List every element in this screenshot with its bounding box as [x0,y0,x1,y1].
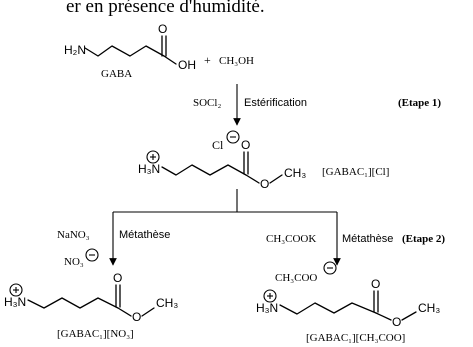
gaba-name: GABA [101,68,132,80]
intermediate-ester-bond [245,174,260,184]
step1-reagent: SOCl₂ [193,97,221,109]
nitrate-ammonium: H₃N [4,295,26,309]
gaba-chain [84,45,165,57]
acetate-ammonium-charge [263,289,277,303]
chloride-ion-label: Cl [212,138,224,152]
gaba-amine-label: H₂N [64,43,86,57]
step2-left-reaction: Métathèse [119,229,170,241]
acetate-methyl: CH₃ [418,301,440,315]
methanol-label: CH₃OH [219,55,254,67]
chloride-negative-charge [226,130,240,144]
step2-label: (Etape 2) [402,233,445,245]
acetate-negative-charge [323,261,337,275]
nitrate-anion-label: NO₃ [64,256,84,268]
intermediate-structure: Cl H₃N O O CH₃ [138,130,306,191]
gaba-carbonyl-o: O [158,22,167,36]
intermediate-ester-o: O [260,177,269,191]
header-text: er en présence d'humidité. [66,0,265,17]
intermediate-methyl: CH₃ [284,166,306,180]
nitrate-product-structure: NO₃ H₃N O O CH₃ [4,248,178,324]
nitrate-methyl: CH₃ [156,296,178,310]
intermediate-carbonyl-o: O [241,138,250,152]
gaba-oh-label: OH [178,58,196,72]
intermediate-name: [GABAC₁][Cl] [322,166,389,178]
nitrate-ester-o: O [132,310,141,324]
acetate-product-name: [GABAC₁][CH₃COO] [306,332,405,344]
gaba-oh-bond [163,55,177,65]
acetate-carbonyl-o: O [371,277,380,291]
nitrate-negative-charge [85,248,99,262]
nitrate-chain [27,297,119,309]
step2-right-reagent: CH₃COOK [266,233,316,245]
nitrate-ammonium-charge [9,283,23,297]
step2-right-reaction: Métathèse [342,233,393,245]
step1-reaction-type: Estérification [244,97,307,109]
acetate-ester-bond [375,312,392,321]
acetate-product-structure: CH₃COO H₃N O O CH₃ [256,261,440,329]
intermediate-chain [161,164,247,176]
gaba-structure: H₂N O OH GABA [64,22,196,80]
nitrate-ester-bond [117,307,132,317]
intermediate-ammonium: H₃N [138,162,160,176]
nitrate-product-name: [GABAC₁][NO₃] [57,328,134,340]
acetate-ammonium: H₃N [256,301,278,315]
acetate-anion-label: CH₃COO [275,272,317,284]
plus-sign: + [204,53,211,67]
nitrate-carbonyl-o: O [113,271,122,285]
acetate-ester-o: O [392,315,401,329]
acetate-chain [279,302,377,315]
step2-left-reagent: NaNO₃ [57,229,90,241]
step1-label: (Etape 1) [398,97,441,109]
ammonium-positive-charge [146,150,160,164]
